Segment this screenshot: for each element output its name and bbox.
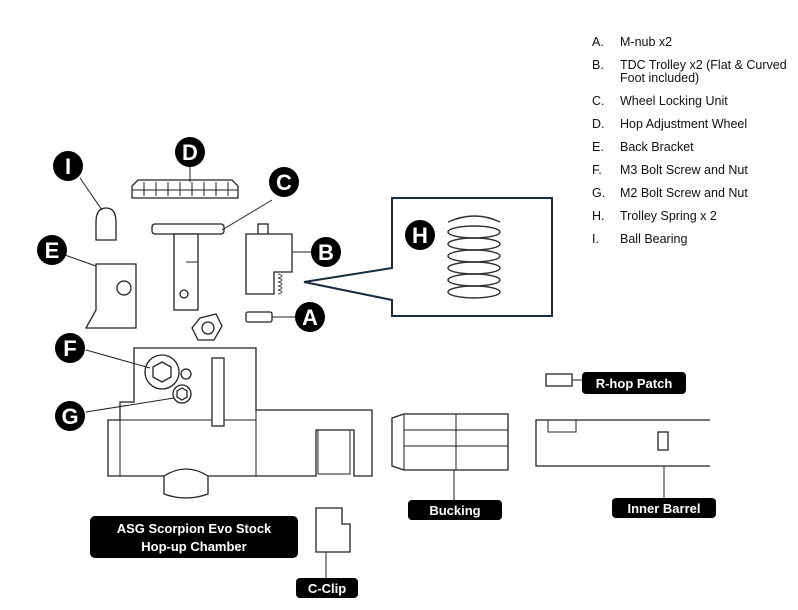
spring-callout-box <box>303 197 553 317</box>
svg-text:H: H <box>412 223 428 248</box>
leader-line-e <box>61 253 97 267</box>
svg-text:A: A <box>302 305 318 330</box>
svg-text:I: I <box>65 154 71 179</box>
inner-barrel-window <box>657 431 669 451</box>
svg-text:D: D <box>182 140 198 165</box>
badge-d: D <box>175 137 205 167</box>
hop-wheel-teeth <box>132 182 238 196</box>
svg-text:ASG Scorpion Evo Stock: ASG Scorpion Evo Stock <box>117 521 272 536</box>
c-clip-part <box>315 507 351 553</box>
svg-text:Bucking: Bucking <box>429 503 480 518</box>
label-rhop-patch: R-hop Patch <box>582 372 686 394</box>
trolley-spring-large <box>447 215 501 299</box>
badge-i: I <box>53 151 83 181</box>
locking-unit-shaft <box>173 233 199 311</box>
svg-text:E: E <box>45 238 60 263</box>
legend-item-d: D.Hop Adjustment Wheel <box>592 117 748 131</box>
m3-bolt-hex <box>152 361 172 383</box>
svg-text:R-hop Patch: R-hop Patch <box>596 376 673 391</box>
locking-unit-disc <box>151 223 225 235</box>
badge-e: E <box>37 235 67 265</box>
back-bracket-hole <box>116 280 132 296</box>
inner-barrel-part <box>535 419 710 467</box>
svg-text:F: F <box>63 336 76 361</box>
legend-item-c: C.Wheel Locking Unit <box>592 94 728 108</box>
leader-line-f <box>85 349 151 369</box>
legend-item-i: I.Ball Bearing <box>592 232 688 246</box>
chamber-nozzle <box>163 468 209 499</box>
legend-item-b: B.TDC Trolley x2 (Flat & Curved Foot inc… <box>592 58 787 85</box>
badge-h: H <box>405 220 435 250</box>
back-bracket-part <box>84 263 137 329</box>
badge-a: A <box>295 302 325 332</box>
trolley-part <box>245 233 293 295</box>
svg-text:B: B <box>318 240 334 265</box>
leader-line-i <box>79 177 103 211</box>
svg-text:Inner Barrel: Inner Barrel <box>628 501 701 516</box>
chamber-inner-slot <box>317 430 351 475</box>
trolley-spring-small <box>277 273 283 295</box>
inner-barrel-notch <box>547 420 577 433</box>
label-inner-barrel: Inner Barrel <box>612 498 716 518</box>
m-nub-part <box>245 311 273 323</box>
label-bucking: Bucking <box>408 500 502 520</box>
rhop-patch-part <box>545 373 573 387</box>
ball-bearing-part <box>95 207 117 241</box>
hop-wheel-part <box>131 179 239 199</box>
locking-unit-hole <box>179 289 189 299</box>
leader-line-c <box>221 199 273 231</box>
svg-text:C: C <box>276 170 292 195</box>
badge-f: F <box>55 333 85 363</box>
svg-text:C-Clip: C-Clip <box>308 581 346 596</box>
label-c-clip: C-Clip <box>296 578 358 598</box>
badge-g: G <box>55 401 85 431</box>
parts-legend: A.M-nub x2 B.TDC Trolley x2 (Flat & Curv… <box>592 36 792 256</box>
legend-item-g: G.M2 Bolt Screw and Nut <box>592 186 748 200</box>
chamber-slot <box>211 357 225 427</box>
legend-item-f: F.M3 Bolt Screw and Nut <box>592 163 748 177</box>
hex-nut-hole <box>201 321 215 335</box>
legend-item-h: H.Trolley Spring x 2 <box>592 209 717 223</box>
svg-text:G: G <box>61 404 78 429</box>
m2-bolt-hex <box>176 387 188 401</box>
badge-b: B <box>311 237 341 267</box>
legend-item-e: E.Back Bracket <box>592 140 694 154</box>
badge-c: C <box>269 167 299 197</box>
leader-line-g <box>85 397 175 413</box>
svg-text:Hop-up Chamber: Hop-up Chamber <box>141 539 246 554</box>
legend-item-a: A.M-nub x2 <box>592 35 673 49</box>
m3-nut <box>180 368 192 380</box>
bucking-part <box>391 413 509 471</box>
label-hop-up-chamber: ASG Scorpion Evo Stock Hop-up Chamber <box>90 516 298 558</box>
